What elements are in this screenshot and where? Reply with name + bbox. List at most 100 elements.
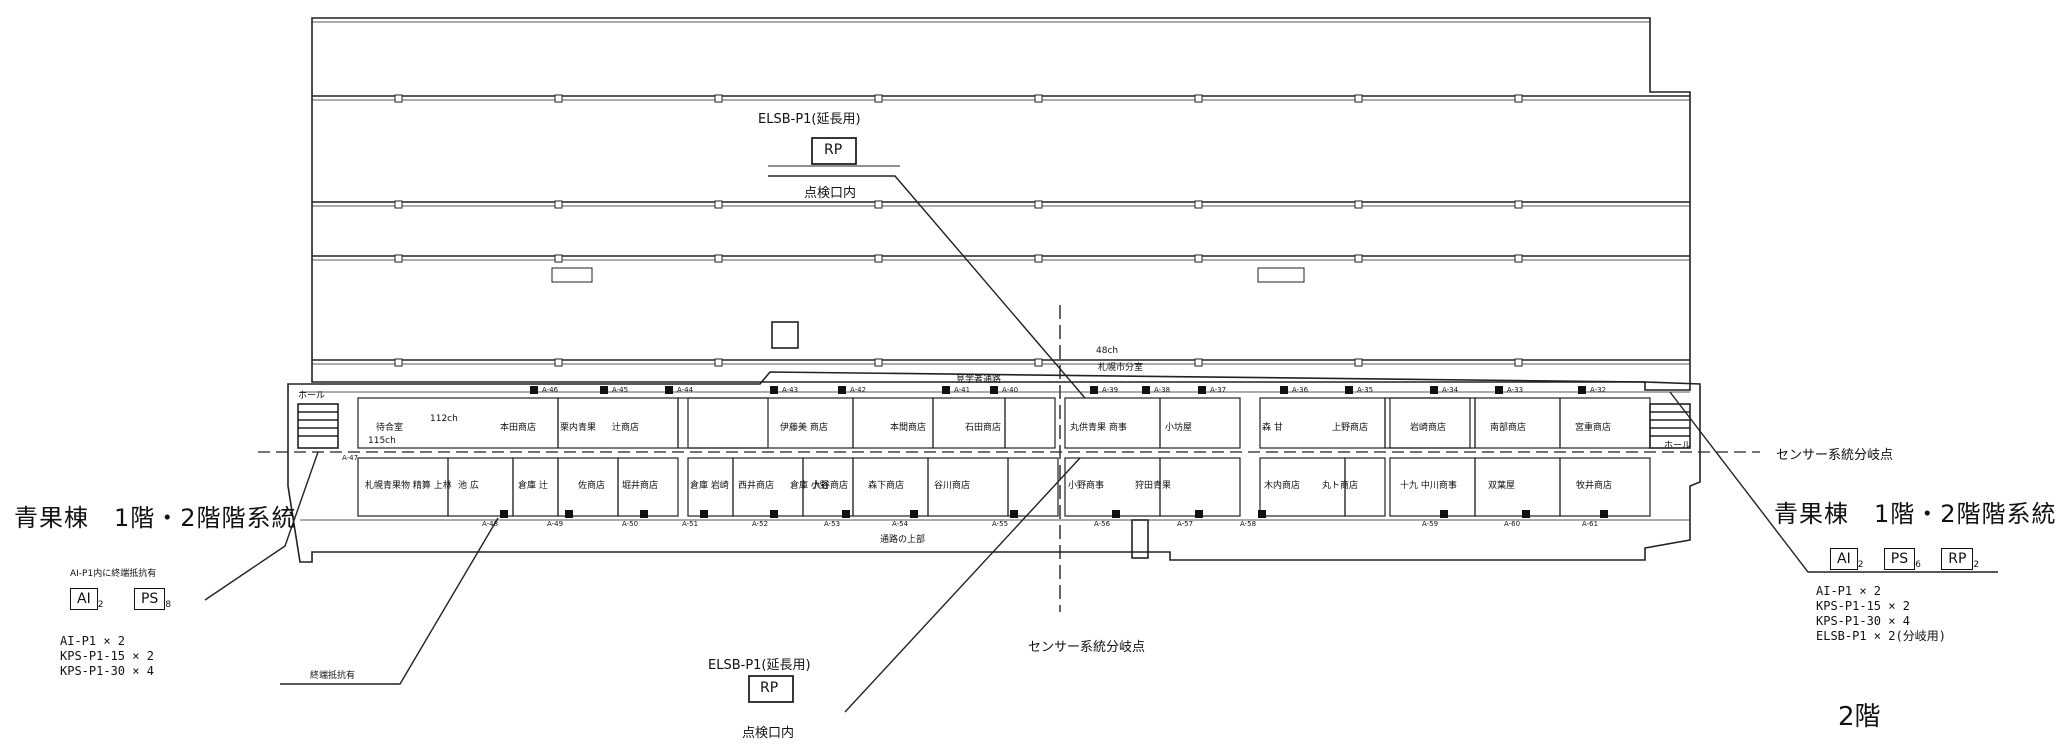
sensor-branch-right: センサー系統分岐点	[1776, 448, 1894, 463]
room-label-bottom: 丸ト商店	[1322, 481, 1359, 491]
room-label-bottom: 狩田青果	[1135, 481, 1172, 491]
left-terminal-note: AI-P1内に終端抵抗有	[70, 569, 157, 579]
sensor-label: A-51	[682, 520, 698, 528]
sensor-label: A-36	[1292, 386, 1309, 394]
sensor-marker	[1195, 510, 1203, 518]
sensor-label: A-42	[850, 386, 866, 394]
room-label-bottom: 小野商事	[1068, 481, 1105, 491]
visitor-path-label: 見学者通路	[956, 375, 1002, 385]
room-label-bottom: 堀井商店	[622, 481, 659, 491]
elsb-bottom-label: ELSB-P1(延長用)	[708, 658, 811, 673]
sensor-marker	[1198, 386, 1206, 394]
room-label-bottom: 札幌青果物 精算 上林	[365, 481, 452, 491]
sensor-label: A-46	[542, 386, 559, 394]
leader-right-title	[1669, 391, 1998, 573]
sensor-label: A-53	[824, 520, 840, 528]
passage-upper-label: 通路の上部	[880, 535, 926, 545]
leader-left-title	[204, 451, 319, 601]
sensor-marker	[565, 510, 573, 518]
sapporo-branch-label: 札幌市分室	[1098, 363, 1144, 373]
room-label-bottom: 牧井商店	[1576, 481, 1613, 491]
right-device-list: AI-P1 × 2 KPS-P1-15 × 2 KPS-P1-30 × 4 EL…	[1816, 584, 1946, 643]
ch115-label: 115ch	[368, 436, 396, 446]
room-label-bottom: 谷川商店	[934, 481, 971, 491]
sensor-label: A-44	[677, 386, 694, 394]
sensor-label: A-48	[482, 520, 498, 528]
sensor-marker	[1430, 386, 1438, 394]
sensor-label: A-54	[892, 520, 909, 528]
room-label-top: 小坊屋	[1165, 423, 1193, 433]
sensor-marker	[700, 510, 708, 518]
sensor-label: A-41	[954, 386, 970, 394]
sensor-label: A-50	[622, 520, 638, 528]
room-label-top: 南部商店	[1490, 423, 1527, 433]
sensor-label: A-60	[1504, 520, 1520, 528]
room-label-top: 伊藤美 商店	[780, 423, 828, 433]
sensor-label: A-61	[1582, 520, 1598, 528]
sensor-marker	[1010, 510, 1018, 518]
sensor-marker	[1112, 510, 1120, 518]
title-left: 青果棟 1階・2階階系統	[14, 504, 297, 532]
room-label-top: 本間商店	[890, 423, 927, 433]
sensor-label: A-38	[1154, 386, 1170, 394]
room-label-bottom: 木内商店	[1264, 481, 1301, 491]
rp-top-label: RP	[824, 142, 843, 158]
leader-terminal	[280, 517, 499, 685]
room-label-bottom: 倉庫 辻	[518, 481, 548, 491]
room-label-top: 辻商店	[612, 423, 640, 433]
sensor-label: A-43	[782, 386, 798, 394]
title-right: 青果棟 1階・2階階系統	[1774, 500, 2057, 528]
sensor-marker	[910, 510, 918, 518]
room-label-bottom: 佐商店	[578, 481, 606, 491]
left-device-list: AI-P1 × 2 KPS-P1-15 × 2 KPS-P1-30 × 4	[60, 634, 154, 678]
sensor-label: A-35	[1357, 386, 1373, 394]
ai-box-right: AI	[1830, 548, 1858, 570]
ps-box: PS	[133, 588, 166, 610]
room-label-top: 待合室	[376, 423, 404, 433]
sensor-label: A-33	[1507, 386, 1523, 394]
second-floor-outline	[287, 371, 1701, 563]
sensor-marker	[770, 386, 778, 394]
room-label-top: 上野商店	[1332, 423, 1369, 433]
leader-top-rp	[768, 175, 1086, 399]
room-label-top: 栗内青果	[560, 423, 597, 433]
ch48-label: 48ch	[1096, 346, 1119, 356]
room-label-bottom: 倉庫 小野	[790, 481, 829, 491]
sensor-branch-bottom: センサー系統分岐点	[1028, 640, 1146, 655]
rp-box-right: RP	[1941, 548, 1974, 570]
sensor-marker	[600, 386, 608, 394]
room-label-top: 丸供青果 商事	[1070, 423, 1127, 433]
sensor-marker	[770, 510, 778, 518]
sensor-label: A-45	[612, 386, 628, 394]
sensor-label: A-55	[992, 520, 1008, 528]
sensor-marker	[640, 510, 648, 518]
room-label-bottom: 倉庫 岩崎	[690, 481, 729, 491]
hall-right-label: ホール	[1664, 441, 1692, 451]
room-label-top: 本田商店	[500, 423, 537, 433]
sensor-label: A-52	[752, 520, 768, 528]
sensor-label: A-37	[1210, 386, 1226, 394]
room-label-bottom: 森下商店	[868, 481, 905, 491]
sensor-marker	[1258, 510, 1266, 518]
elsb-top-label: ELSB-P1(延長用)	[758, 112, 861, 127]
sensor-marker	[1495, 386, 1503, 394]
ps-box-right: PS	[1883, 548, 1916, 570]
sensor-label: A-47	[342, 454, 358, 462]
ch112-label: 112ch	[430, 414, 458, 424]
sensor-marker	[1600, 510, 1608, 518]
sensor-marker	[842, 510, 850, 518]
inspect-bottom-label: 点検口内	[742, 726, 795, 741]
sensor-label: A-59	[1422, 520, 1438, 528]
sensor-marker	[990, 386, 998, 394]
room-label-top: 石田商店	[965, 423, 1002, 433]
sensor-marker	[1440, 510, 1448, 518]
room-label-bottom: 十九 中川商事	[1400, 481, 1457, 491]
sensor-label: A-39	[1102, 386, 1118, 394]
sensor-marker	[838, 386, 846, 394]
sensor-marker	[1142, 386, 1150, 394]
sensor-marker	[1090, 386, 1098, 394]
sensor-marker	[1345, 386, 1353, 394]
sensor-marker	[1280, 386, 1288, 394]
